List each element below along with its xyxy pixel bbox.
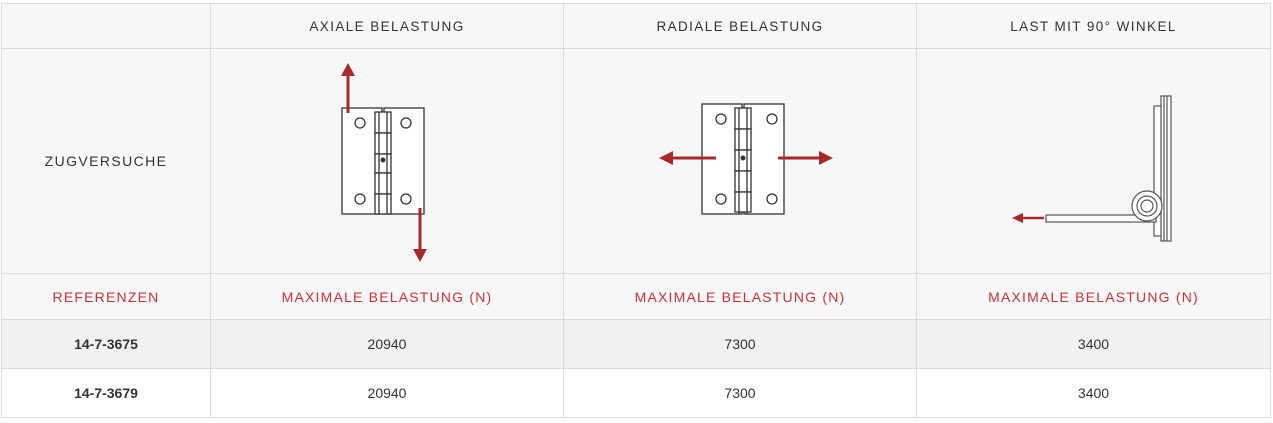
axial-value: 20940: [210, 319, 564, 369]
axial-illustration-cell: [210, 48, 564, 274]
max-load-label-90-degree: MAXIMALE BELASTUNG (N): [916, 273, 1271, 320]
radial-value: 7300: [563, 319, 917, 369]
reference-code: 14-7-3679: [1, 368, 211, 418]
max-load-label-axial: MAXIMALE BELASTUNG (N): [210, 273, 564, 320]
header-axial-load: AXIALE BELASTUNG: [210, 3, 564, 49]
radial-value: 7300: [563, 368, 917, 418]
table-row: 14-7-3679 20940 7300 3400: [1, 368, 1271, 418]
angle-illustration-cell: [916, 48, 1271, 274]
test-row-label: ZUGVERSUCHE: [1, 48, 211, 274]
reference-header-row: REFERENZEN MAXIMALE BELASTUNG (N) MAXIMA…: [1, 273, 1271, 320]
angle-90-load-hinge-icon: [1011, 95, 1172, 242]
radial-load-hinge-icon: [659, 103, 833, 215]
table-row: 14-7-3675 20940 7300 3400: [1, 319, 1271, 369]
load-test-table: AXIALE BELASTUNG RADIALE BELASTUNG LAST …: [1, 3, 1271, 418]
radial-illustration-cell: [563, 48, 917, 274]
angle-value: 3400: [916, 319, 1271, 369]
reference-code: 14-7-3675: [1, 319, 211, 369]
axial-load-hinge-icon: [341, 63, 427, 262]
references-label: REFERENZEN: [1, 273, 211, 320]
angle-value: 3400: [916, 368, 1271, 418]
header-corner-cell: [1, 3, 211, 49]
header-radial-load: RADIALE BELASTUNG: [563, 3, 917, 49]
test-illustration-row: ZUGVERSUCHE: [1, 48, 1271, 274]
header-row: AXIALE BELASTUNG RADIALE BELASTUNG LAST …: [1, 3, 1271, 49]
max-load-label-radial: MAXIMALE BELASTUNG (N): [563, 273, 917, 320]
axial-value: 20940: [210, 368, 564, 418]
header-90-degree-load: LAST MIT 90° WINKEL: [916, 3, 1271, 49]
